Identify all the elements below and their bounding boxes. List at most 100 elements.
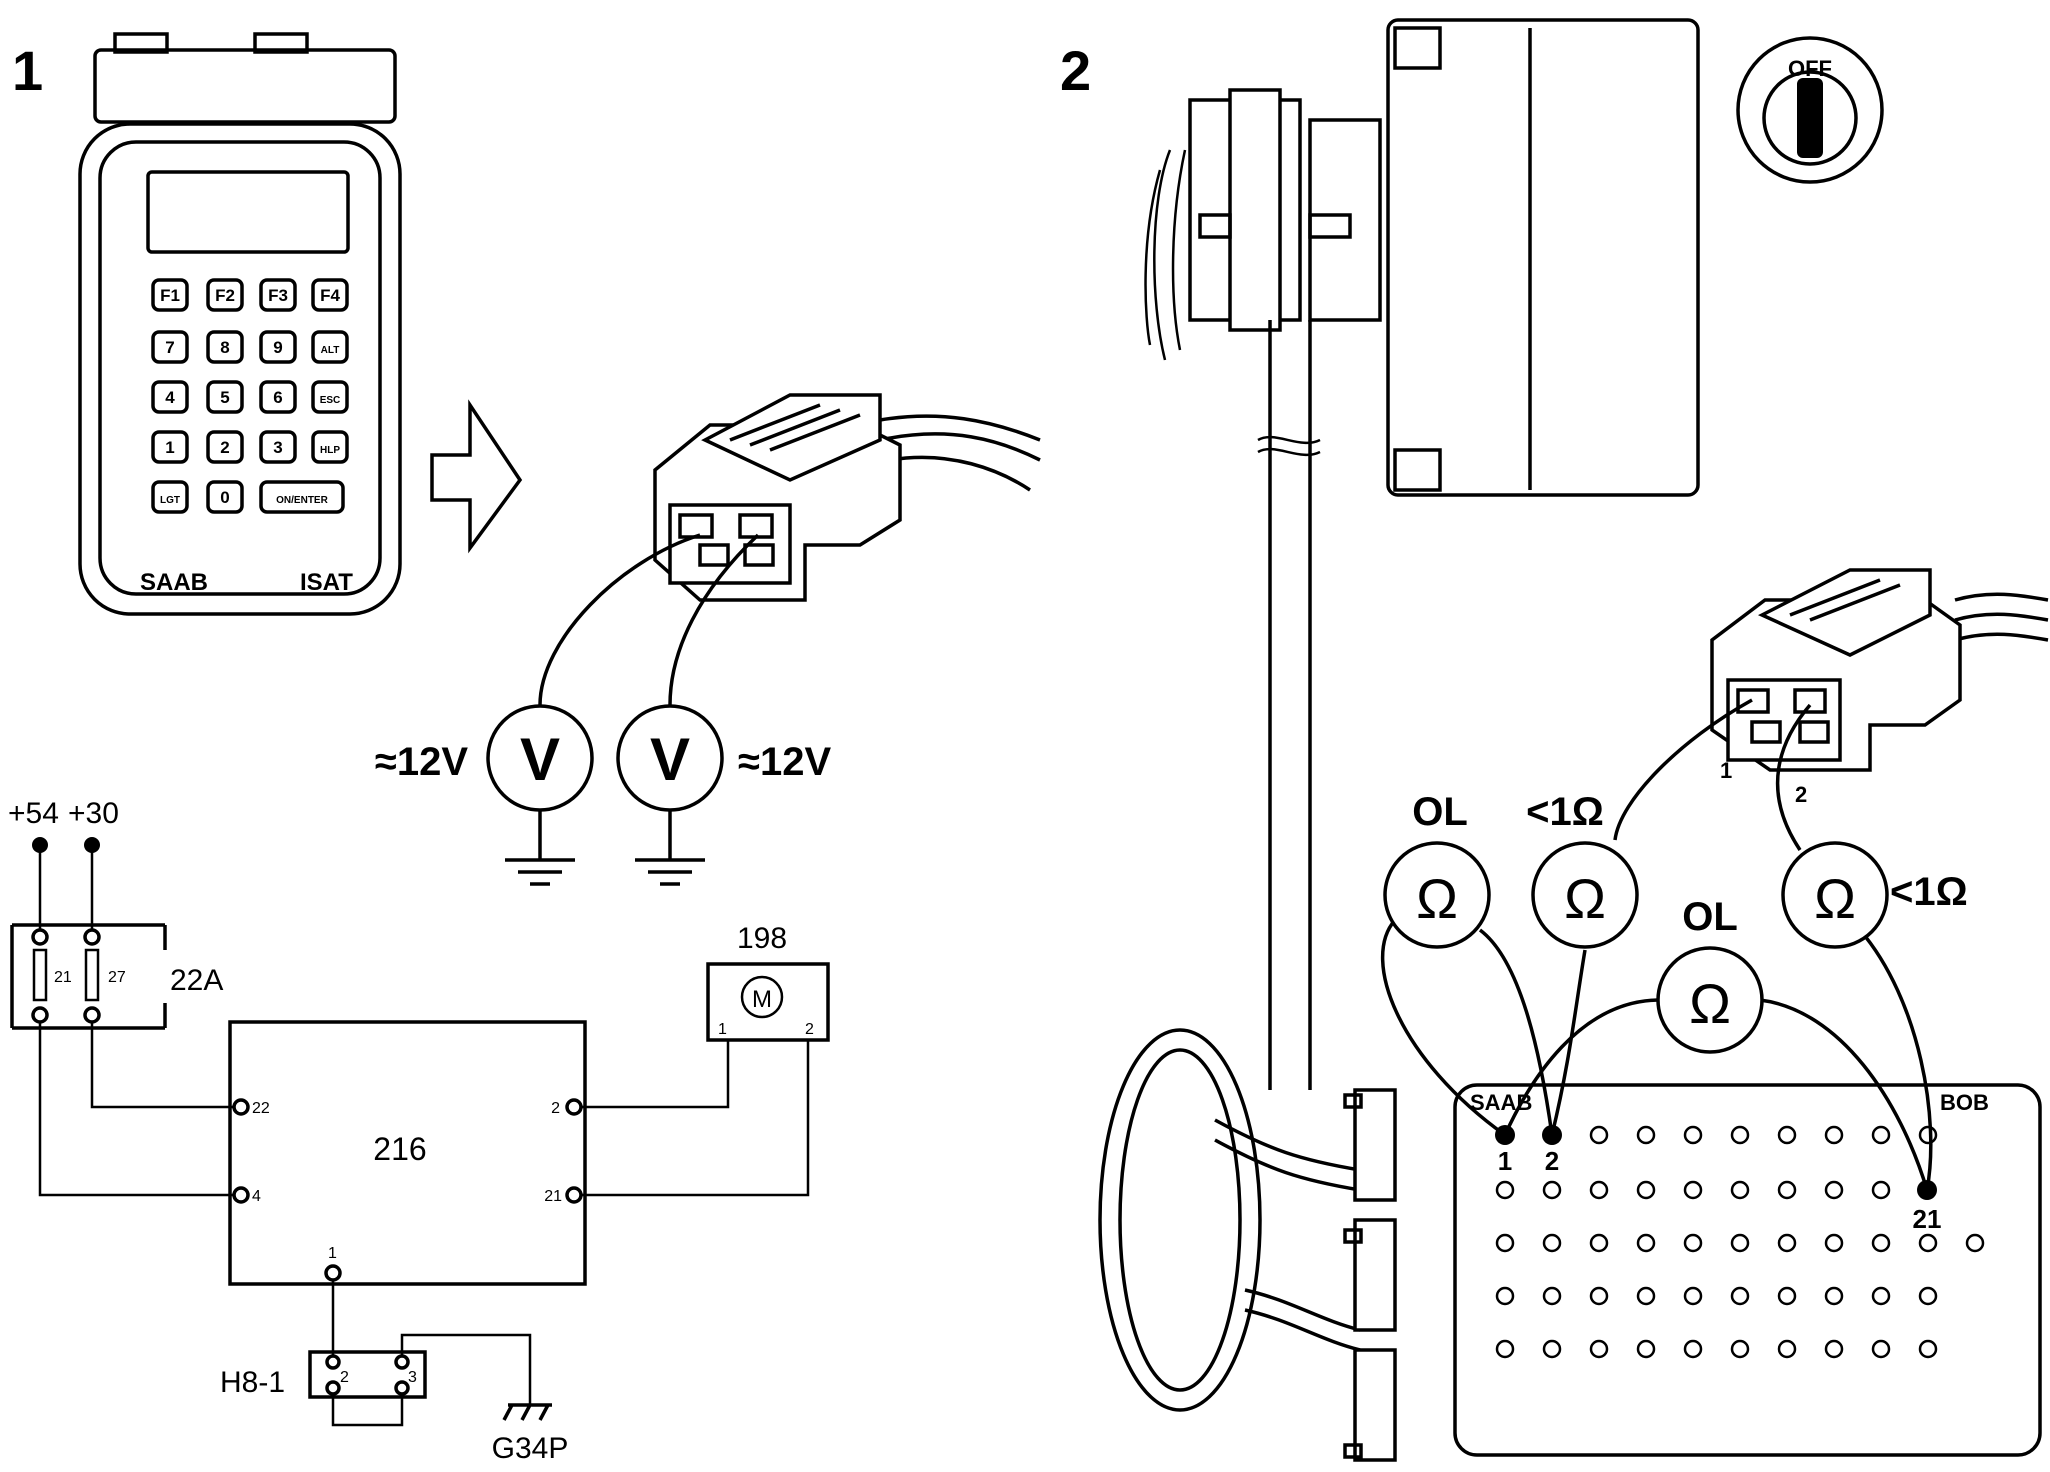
- tester-key: [206, 380, 244, 414]
- bob-pin-hole: [1589, 1180, 1609, 1200]
- tester-key: [206, 278, 244, 312]
- bob-pin-hole: [1824, 1233, 1844, 1253]
- bob-pin-hole: [1918, 1233, 1938, 1253]
- bob-pin-hole: [1918, 1125, 1938, 1145]
- tester-key-label: F1: [160, 286, 180, 305]
- ground-label: G34P: [492, 1432, 569, 1465]
- bob-pin-hole: [1965, 1233, 1985, 1253]
- bob-pin-hole: [1824, 1180, 1844, 1200]
- bob-pin-hole: [1636, 1180, 1656, 1200]
- tester-key-label: ALT: [321, 345, 340, 356]
- tester-key-label: 8: [220, 338, 229, 357]
- bob-pin-hole: [1495, 1339, 1515, 1359]
- bob-pin-hole: [1589, 1125, 1609, 1145]
- module-216-label: 216: [373, 1131, 426, 1167]
- voltmeter-left: V: [486, 704, 594, 812]
- bob-label: BOB: [1940, 1090, 1989, 1115]
- tester-key-label: 7: [165, 338, 174, 357]
- bob-pin-hole: [1683, 1233, 1703, 1253]
- bob-pin-hole: [1730, 1233, 1750, 1253]
- module-plug: [1144, 88, 1382, 400]
- bob-pin-hole: [1542, 1286, 1562, 1306]
- bob-pin-hole: [1683, 1180, 1703, 1200]
- motor-198-label: 198: [737, 922, 787, 955]
- bob-pin-21-label: 21: [1913, 1204, 1942, 1234]
- harness-connector-2: 1 2: [1710, 568, 2049, 807]
- tester-key-label: 4: [165, 388, 175, 407]
- bob-pin-hole: [1730, 1286, 1750, 1306]
- tester-key: [151, 480, 189, 514]
- control-module: [1386, 18, 1700, 497]
- tester-key: [151, 330, 189, 364]
- bob-pin-hole: [1495, 1286, 1515, 1306]
- motor-pin-1: 1: [718, 1021, 727, 1038]
- fuse-21-label: 21: [54, 969, 72, 986]
- ohmmeter-3-symbol: Ω: [1689, 972, 1731, 1035]
- ohmmeter-2-symbol: Ω: [1564, 867, 1606, 930]
- connector-pin-2: 2: [340, 1369, 349, 1386]
- ohmmeter-4-reading: <1Ω: [1890, 870, 1968, 914]
- bob-pin-hole: [1589, 1339, 1609, 1359]
- bob-pin-hole: [1495, 1233, 1515, 1253]
- tester-key: [151, 380, 189, 414]
- ground-symbol-right: [635, 810, 705, 886]
- bob-pin-holes: [1495, 1125, 1985, 1359]
- bob-pin-hole: [1918, 1286, 1938, 1306]
- tester-key-label: HLP: [320, 445, 340, 456]
- ground-symbol-left: [505, 810, 575, 886]
- bob-pin-hole: [1777, 1125, 1797, 1145]
- bob-pin-hole: [1636, 1286, 1656, 1306]
- voltmeter-right-symbol: V: [650, 726, 690, 793]
- bob-pin-hole: [1730, 1180, 1750, 1200]
- module-pin-22: 22: [252, 1100, 270, 1117]
- bob-pin-hole: [1542, 1339, 1562, 1359]
- bob-adapter-connectors: [1343, 1088, 1397, 1462]
- tester-key: [259, 380, 297, 414]
- tester-key: [311, 278, 349, 312]
- bob-pin-hole: [1824, 1125, 1844, 1145]
- bob-pin-hole: [1777, 1180, 1797, 1200]
- bob-pin-hole: [1636, 1233, 1656, 1253]
- bob-pin-hole: [1636, 1125, 1656, 1145]
- supply-30-label: +30: [68, 797, 119, 830]
- bob-pin-hole: [1824, 1339, 1844, 1359]
- ohmmeter-3: Ω OL: [1656, 895, 1764, 1054]
- tester-key-label: 0: [220, 488, 229, 507]
- tester-key-label: 1: [165, 438, 174, 457]
- tester-key: [311, 330, 349, 364]
- bob-pin-hole: [1683, 1125, 1703, 1145]
- tester-key: [259, 278, 297, 312]
- module-pin-2: 2: [551, 1100, 560, 1117]
- module-pin-1: 1: [328, 1245, 337, 1262]
- bob-pin-hole: [1824, 1286, 1844, 1306]
- tester-key-label: F4: [320, 286, 340, 305]
- tester-key-label: ON/ENTER: [276, 495, 328, 506]
- module-pin-21: 21: [544, 1188, 562, 1205]
- fuse-box-label: 22A: [170, 964, 223, 997]
- tester-key-label: 2: [220, 438, 229, 457]
- tester-display: [146, 170, 350, 254]
- bob-cable-loop: [1098, 1028, 1361, 1412]
- bob-pin-hole: [1871, 1125, 1891, 1145]
- connector-pin-3: 3: [408, 1369, 417, 1386]
- tester-key-label: 5: [220, 388, 229, 407]
- tester-key-label: 6: [273, 388, 282, 407]
- ground-symbol: [502, 1403, 552, 1421]
- tester-key-label: 3: [273, 438, 282, 457]
- tester-key: [259, 480, 345, 514]
- supply-54-label: +54: [8, 797, 59, 830]
- fuse-box-22a: [10, 923, 167, 1030]
- motor-198: [706, 962, 830, 1042]
- bob-pin-hole: [1589, 1286, 1609, 1306]
- tester-key: [206, 480, 244, 514]
- ohmmeter-1: Ω OL: [1383, 790, 1491, 949]
- bob-pin-hole: [1542, 1180, 1562, 1200]
- voltmeter-left-symbol: V: [520, 726, 560, 793]
- harness-connector-1: [653, 393, 1041, 602]
- bob-pin-hole: [1777, 1233, 1797, 1253]
- fuse-27: [84, 948, 100, 1002]
- bob-pin-hole: [1918, 1339, 1938, 1359]
- panel-2-number: 2: [1060, 39, 1091, 102]
- ohmmeter-2: Ω <1Ω: [1526, 790, 1639, 949]
